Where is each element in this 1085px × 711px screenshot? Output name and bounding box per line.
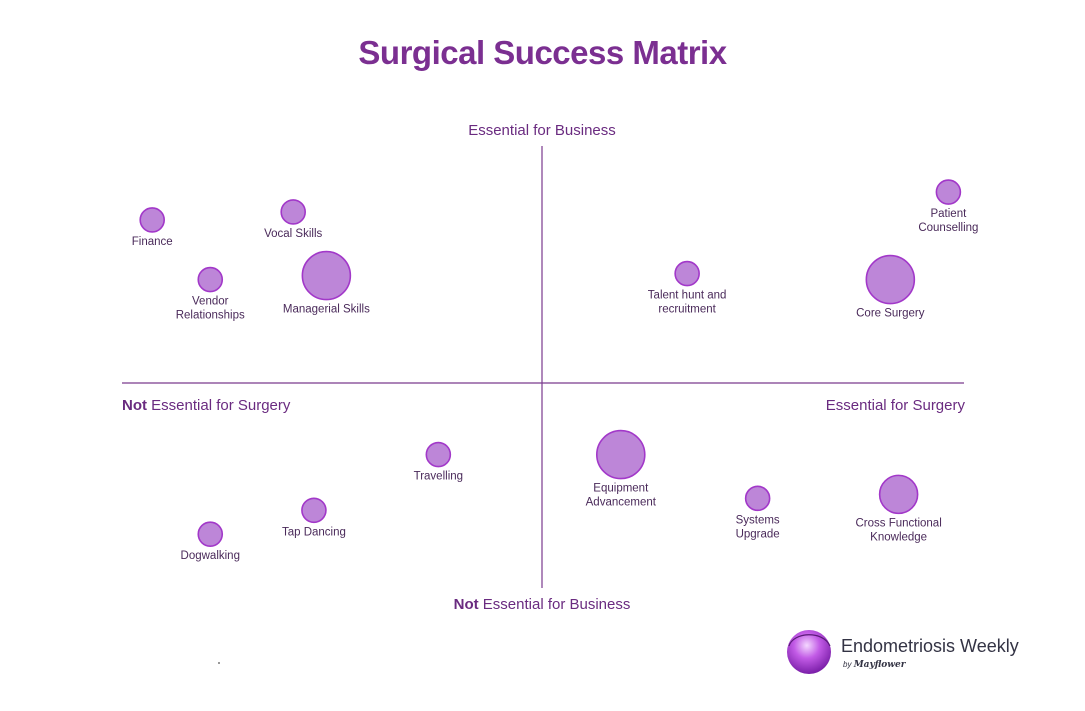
axis-label-left-bold: Not	[122, 397, 147, 414]
point-2	[197, 266, 224, 293]
brand-by: by	[843, 660, 852, 669]
axis-label-left: Not Essential for Surgery	[122, 397, 290, 414]
point-5	[674, 260, 700, 287]
brand-orb-icon	[787, 630, 831, 674]
point-label-line: Patient	[930, 208, 967, 220]
point-4	[935, 179, 962, 205]
point-1	[280, 199, 306, 225]
point-label-line: Managerial Skills	[283, 304, 370, 316]
point-3	[301, 250, 352, 301]
point-label-line: Tap Dancing	[282, 526, 346, 538]
brand-publisher: Mayflower	[853, 660, 906, 670]
point-7	[425, 441, 452, 468]
point-label-3: Managerial Skills	[283, 304, 370, 316]
point-9	[301, 497, 327, 524]
point-label-line: Dogwalking	[181, 550, 240, 562]
axis-label-bottom-text: Essential for Business	[478, 596, 631, 613]
axis-label-right: Essential for Surgery	[825, 397, 965, 414]
brand-byline: by Mayflower	[843, 660, 905, 670]
point-label-line: Systems	[736, 514, 780, 526]
point-label-line: Relationships	[176, 310, 245, 322]
point-label-line: Counselling	[918, 222, 978, 234]
point-10	[197, 521, 224, 547]
chart-title: Surgical Success Matrix	[358, 34, 727, 71]
point-label-1: Vocal Skills	[264, 228, 322, 240]
point-label-line: recruitment	[658, 304, 716, 316]
point-11	[744, 485, 771, 512]
point-label-line: Advancement	[586, 497, 657, 509]
point-label-line: Cross Functional	[855, 517, 941, 529]
point-label-line: Upgrade	[736, 528, 780, 540]
axis-label-bottom: Not Essential for Business	[454, 596, 631, 613]
axis-label-bottom-bold: Not	[453, 596, 479, 613]
point-label-5: Talent hunt and recruitment	[648, 290, 727, 316]
point-label-10: Dogwalking	[181, 550, 240, 562]
point-label-line: Core Surgery	[856, 308, 925, 320]
axis-label-top: Essential for Business	[468, 122, 616, 139]
point-label-line: Vocal Skills	[264, 228, 322, 240]
point-label-0: Finance	[132, 236, 173, 248]
point-0	[139, 207, 165, 233]
stray-dot	[218, 662, 220, 664]
point-label-line: Talent hunt and	[648, 290, 727, 302]
point-label-line: Equipment	[593, 483, 649, 495]
point-label-line: Knowledge	[870, 531, 927, 543]
point-12	[878, 474, 919, 515]
point-label-7: Travelling	[414, 471, 463, 483]
point-label-6: Core Surgery	[856, 308, 925, 320]
point-label-line: Travelling	[414, 471, 463, 483]
point-6	[865, 254, 916, 305]
point-8	[595, 429, 646, 480]
point-label-line: Finance	[132, 236, 173, 248]
point-label-line: Vendor	[192, 296, 229, 308]
brand-name: Endometriosis Weekly	[841, 636, 1019, 656]
point-label-9: Tap Dancing	[282, 526, 346, 538]
axis-label-left-text: Essential for Surgery	[147, 397, 291, 414]
brand-logo: Endometriosis Weekly by Mayflower	[783, 626, 1033, 682]
